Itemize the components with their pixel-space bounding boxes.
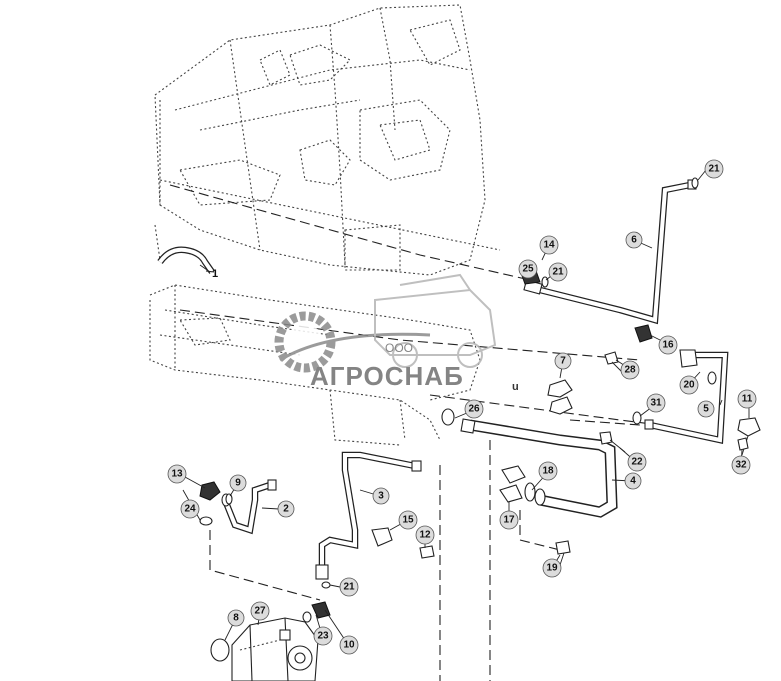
callout-31: 31	[646, 393, 666, 413]
callout-18-text: 18	[542, 466, 554, 477]
watermark-logo: ООО АГРОСНАБ u	[274, 273, 519, 393]
callout-12-text: 12	[419, 530, 431, 541]
callout-11: 11	[737, 389, 757, 409]
callout-11-text: 11	[742, 394, 753, 405]
callout-16: 16	[658, 335, 678, 355]
callout-2-text: 2	[283, 504, 289, 515]
callout-21-middle-text: 21	[552, 267, 564, 278]
callout-18: 18	[538, 461, 558, 481]
callout-1: 1	[212, 268, 218, 280]
callout-22: 22	[627, 452, 647, 472]
callout-5: 5	[697, 400, 715, 418]
small-parts	[210, 177, 761, 662]
callout-21-bottom-text: 21	[343, 582, 355, 593]
pump-part-27	[231, 617, 319, 681]
callout-27-text: 27	[254, 606, 266, 617]
callout-17: 17	[499, 510, 519, 530]
callout-16-text: 16	[662, 340, 674, 351]
reference-lines	[169, 184, 661, 681]
callout-27: 27	[250, 601, 270, 621]
callout-6-text: 6	[631, 235, 637, 246]
callout-labels: 1 2 3 4 5 6 7 8 9 10 11 12 13 14 15 16 1…	[167, 159, 757, 655]
callout-15: 15	[398, 510, 418, 530]
callout-32-text: 32	[735, 460, 747, 471]
callout-5-text: 5	[703, 404, 709, 415]
callout-9: 9	[229, 474, 247, 492]
callout-3-text: 3	[378, 491, 384, 502]
callout-25-text: 25	[522, 264, 534, 275]
callout-15-text: 15	[402, 515, 414, 526]
callout-26-text: 26	[468, 404, 480, 415]
line-part-2	[221, 479, 277, 535]
callout-23: 23	[313, 626, 333, 646]
hose-part-1	[157, 246, 215, 274]
callout-28: 28	[620, 360, 640, 380]
watermark-company-name: АГРОСНАБ	[310, 361, 464, 391]
watermark-suffix: u	[512, 381, 519, 393]
callout-13-text: 13	[171, 469, 183, 480]
callout-24: 24	[180, 499, 200, 519]
line-part-3	[315, 451, 422, 580]
watermark-company-prefix: ООО	[385, 341, 413, 355]
callout-14-text: 14	[543, 240, 555, 251]
callout-21-middle: 21	[548, 262, 568, 282]
callout-28-text: 28	[624, 365, 636, 376]
callout-6: 6	[625, 231, 643, 249]
callout-31-text: 31	[650, 398, 662, 409]
callout-22-text: 22	[631, 457, 643, 468]
callout-26: 26	[464, 399, 484, 419]
callout-3: 3	[372, 487, 390, 505]
callout-25: 25	[518, 259, 538, 279]
fitting-part-13	[199, 481, 231, 526]
callout-14: 14	[539, 235, 559, 255]
callout-19-text: 19	[546, 563, 558, 574]
callout-8: 8	[227, 609, 245, 627]
callout-7: 7	[554, 352, 572, 370]
line-part-5	[644, 349, 729, 444]
callout-32: 32	[731, 455, 751, 475]
callout-24-text: 24	[184, 504, 196, 515]
callout-13: 13	[167, 464, 187, 484]
callout-9-text: 9	[235, 478, 241, 489]
line-part-4	[460, 418, 618, 518]
callout-10-text: 10	[343, 640, 355, 651]
callout-21-bottom: 21	[339, 577, 359, 597]
callout-21-top: 21	[704, 159, 724, 179]
callout-23-text: 23	[317, 631, 329, 642]
callout-12: 12	[415, 525, 435, 545]
callout-2: 2	[277, 500, 295, 518]
callout-4-text: 4	[630, 476, 636, 487]
callout-19: 19	[542, 558, 562, 578]
callout-20: 20	[679, 375, 699, 395]
engine-ghost-outline	[149, 4, 501, 446]
callout-10: 10	[339, 635, 359, 655]
callout-20-text: 20	[683, 380, 695, 391]
callout-17-text: 17	[503, 515, 515, 526]
callout-4: 4	[624, 472, 642, 490]
callout-7-text: 7	[560, 356, 566, 367]
callout-21-top-text: 21	[708, 164, 720, 175]
callout-8-text: 8	[233, 613, 239, 624]
